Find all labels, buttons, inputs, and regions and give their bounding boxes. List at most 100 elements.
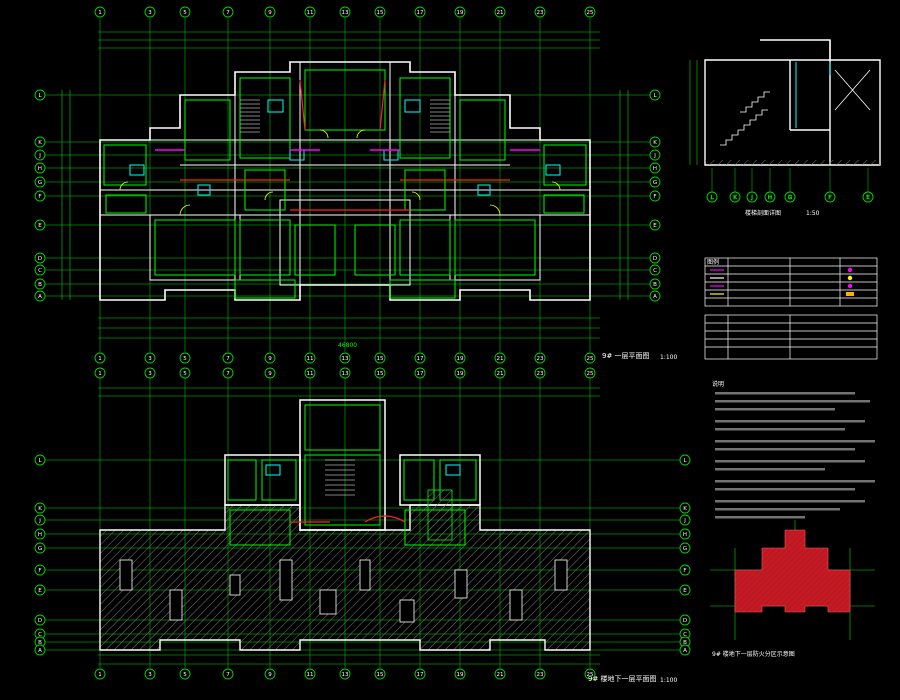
svg-text:H: H [38, 532, 42, 538]
svg-text:K: K [38, 140, 42, 146]
svg-text:K: K [733, 195, 737, 201]
bottom-plan-core-walls [224, 399, 481, 531]
svg-text:F: F [653, 194, 656, 200]
grid-bubble-col-top: 25 [584, 367, 596, 379]
svg-text:13: 13 [342, 10, 349, 16]
grid-bubble-col-bottom: 7 [222, 352, 234, 364]
section-scale: 1:50 [806, 210, 820, 217]
svg-text:A: A [653, 294, 657, 300]
svg-text:C: C [38, 268, 42, 274]
grid-bubble-col-bottom: 17 [414, 352, 426, 364]
svg-text:5: 5 [183, 672, 187, 678]
grid-bubble-row-right: J [679, 514, 691, 526]
grid-bubble-col-top: 13 [339, 6, 351, 18]
section-grid-bubble: E [862, 191, 874, 203]
svg-text:9: 9 [268, 356, 272, 362]
grid-bubble-col-bottom: 3 [144, 668, 156, 680]
grid-bubble-row-left: F [34, 564, 46, 576]
svg-text:C: C [653, 268, 657, 274]
svg-text:G: G [38, 546, 42, 552]
section-grid-bubble: K [729, 191, 741, 203]
svg-text:E: E [653, 223, 657, 229]
svg-text:H: H [683, 532, 687, 538]
legend-swatches [710, 267, 854, 296]
svg-text:21: 21 [497, 10, 504, 16]
svg-text:G: G [653, 180, 657, 186]
grid-bubble-row-right: D [679, 614, 691, 626]
svg-text:15: 15 [377, 672, 384, 678]
section-grid-bubble: F [824, 191, 836, 203]
svg-text:E: E [683, 588, 687, 594]
grid-bubble-row-left: K [34, 502, 46, 514]
grid-bubble-row-left: G [34, 176, 46, 188]
svg-text:25: 25 [587, 672, 594, 678]
svg-text:1: 1 [98, 371, 102, 377]
bottom-plan-fixtures [265, 464, 461, 476]
svg-text:F: F [828, 195, 831, 201]
grid-bubble-row-right: F [649, 190, 661, 202]
grid-bubble-col-bottom: 5 [179, 352, 191, 364]
svg-text:19: 19 [457, 10, 464, 16]
section-grid-bubble: J [746, 191, 758, 203]
svg-text:H: H [38, 166, 42, 172]
grid-bubble-col-bottom: 7 [222, 668, 234, 680]
svg-text:19: 19 [457, 371, 464, 377]
svg-text:5: 5 [183, 371, 187, 377]
svg-text:17: 17 [417, 672, 424, 678]
fire-zone-keyplan [710, 520, 875, 640]
svg-text:9: 9 [268, 10, 272, 16]
grid-bubble-row-left: E [34, 584, 46, 596]
svg-text:L: L [653, 93, 657, 99]
svg-text:D: D [653, 256, 657, 262]
svg-text:23: 23 [537, 356, 544, 362]
grid-bubble-col-top: 5 [179, 6, 191, 18]
svg-text:A: A [38, 648, 42, 654]
grid-bubble-row-left: A [34, 644, 46, 656]
grid-bubble-col-top: 5 [179, 367, 191, 379]
grid-bubble-row-right: H [649, 162, 661, 174]
grid-bubble-row-left: J [34, 514, 46, 526]
svg-text:5: 5 [183, 356, 187, 362]
bottom-plan-hatched-area [99, 504, 591, 651]
svg-text:J: J [38, 518, 41, 524]
section-title: 楼梯剖面详图 [745, 210, 782, 217]
grid-bubble-col-bottom: 11 [304, 352, 316, 364]
grid-bubble-col-top: 11 [304, 6, 316, 18]
svg-text:23: 23 [537, 10, 544, 16]
svg-text:F: F [38, 568, 41, 574]
svg-text:7: 7 [226, 371, 230, 377]
svg-text:K: K [38, 506, 42, 512]
svg-text:C: C [38, 632, 42, 638]
grid-bubble-col-top: 13 [339, 367, 351, 379]
grid-bubble-col-top: 1 [94, 6, 106, 18]
svg-text:7: 7 [226, 672, 230, 678]
grid-bubble-col-bottom: 13 [339, 352, 351, 364]
svg-text:C: C [683, 632, 687, 638]
grid-bubble-row-right: L [679, 454, 691, 466]
grid-bubble-row-left: L [34, 89, 46, 101]
grid-bubble-row-right: A [679, 644, 691, 656]
svg-text:B: B [38, 282, 42, 288]
svg-text:J: J [683, 518, 686, 524]
grid-bubble-col-top: 3 [144, 367, 156, 379]
grid-bubble-col-top: 21 [494, 6, 506, 18]
grid-bubble-row-right: L [649, 89, 661, 101]
svg-text:17: 17 [417, 356, 424, 362]
grid-bubble-col-bottom: 9 [264, 668, 276, 680]
grid-bubble-row-right: K [649, 136, 661, 148]
notes-title: 说明 [712, 381, 725, 388]
svg-text:A: A [38, 294, 42, 300]
grid-bubble-row-left: F [34, 190, 46, 202]
grid-bubble-col-top: 11 [304, 367, 316, 379]
grid-bubble-row-left: J [34, 149, 46, 161]
grid-bubble-col-bottom: 11 [304, 668, 316, 680]
grid-bubble-row-left: K [34, 136, 46, 148]
grid-bubble-col-bottom: 25 [584, 352, 596, 364]
grid-bubble-col-bottom: 15 [374, 352, 386, 364]
grid-bubble-row-right: J [649, 149, 661, 161]
svg-text:K: K [683, 506, 687, 512]
grid-bubble-col-top: 15 [374, 367, 386, 379]
svg-text:5: 5 [183, 10, 187, 16]
grid-bubble-row-left: E [34, 219, 46, 231]
